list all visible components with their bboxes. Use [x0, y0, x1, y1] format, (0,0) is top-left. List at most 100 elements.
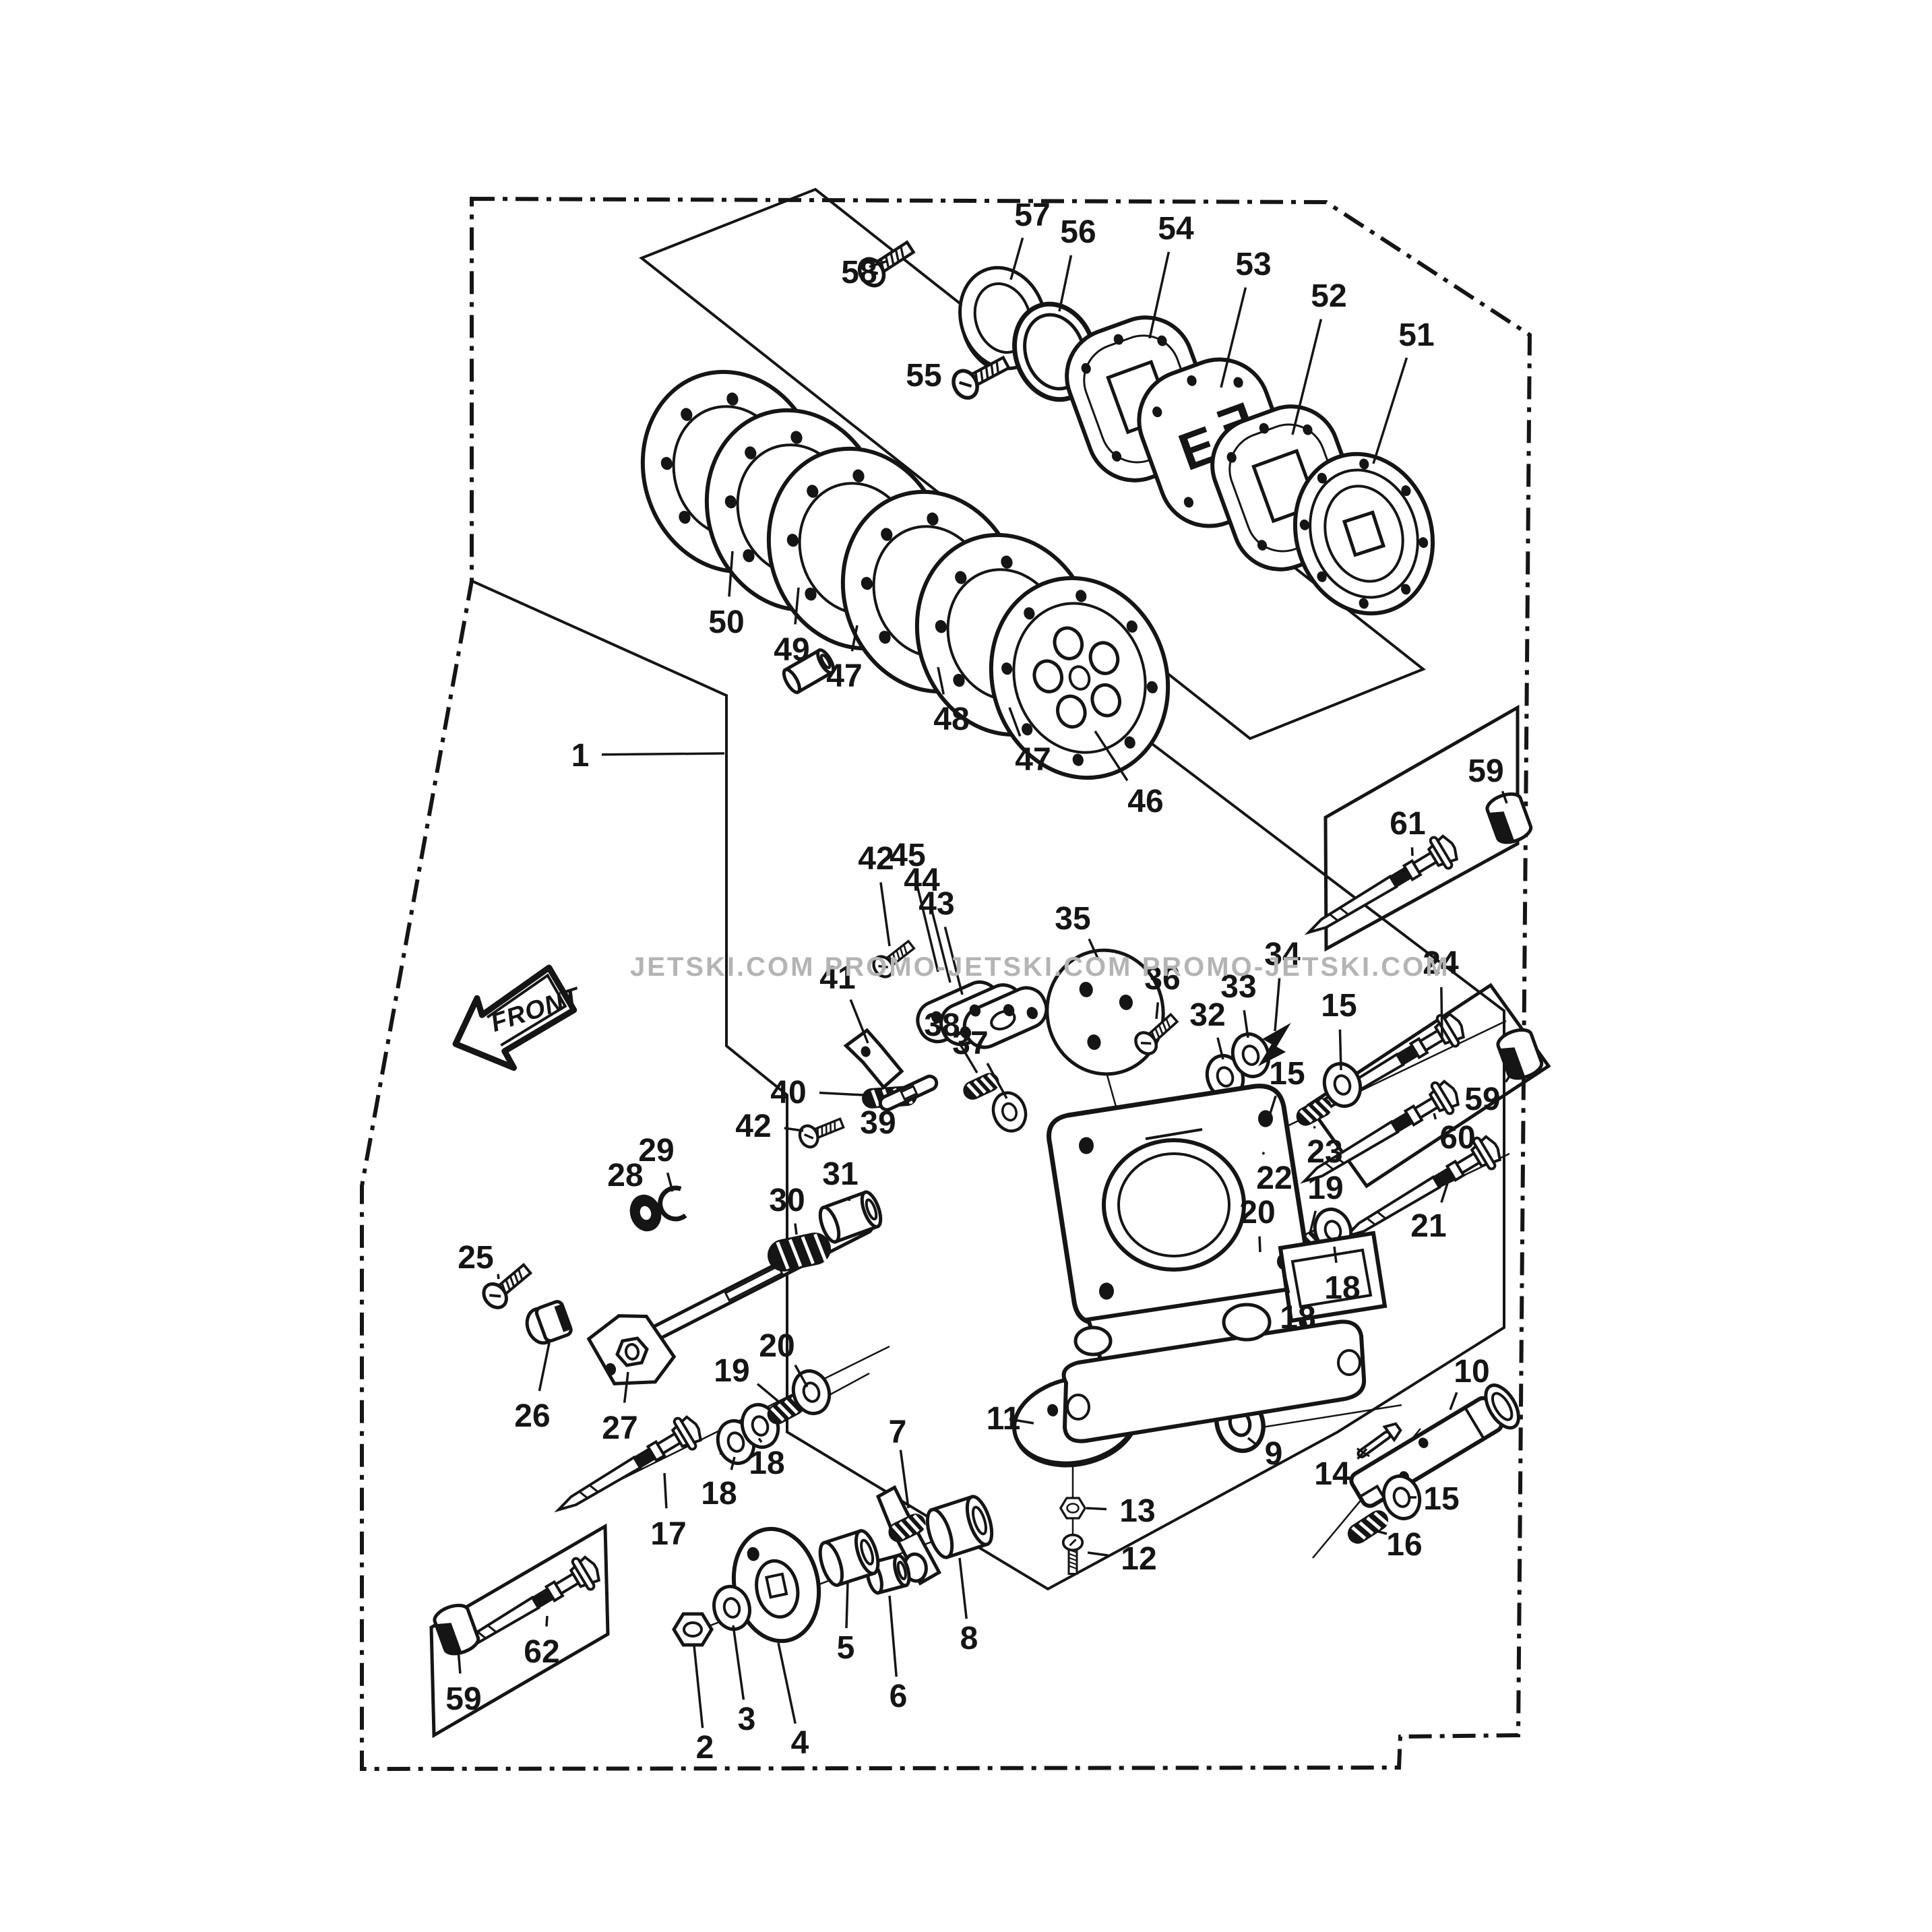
part-number-label: 30: [769, 1183, 805, 1218]
part-number-label: 2: [696, 1730, 714, 1766]
part-number-label: 39: [860, 1105, 896, 1141]
part-number-label: 27: [602, 1410, 637, 1446]
part-number-label: 57: [1014, 197, 1050, 233]
part-number-label: 61: [1390, 806, 1425, 842]
part-number-label: 24: [1423, 945, 1459, 981]
part-number-label: 22: [1256, 1160, 1292, 1196]
part-number-label: 38: [924, 1007, 960, 1043]
part-screw: [798, 1117, 845, 1149]
part-spring: [1296, 1098, 1333, 1126]
part-spring: [1347, 1510, 1389, 1544]
part-spring: [963, 1073, 1001, 1100]
part-number-label: 23: [1307, 1134, 1342, 1170]
part-number-label: 5: [837, 1630, 855, 1666]
part-needle: [1342, 1135, 1502, 1239]
part-number-layer: 1234567891011121314151515161718181818191…: [445, 197, 1513, 1766]
part-screw: [872, 939, 916, 978]
part-flangeRing5: [989, 575, 1171, 780]
part-number-label: 19: [1307, 1171, 1343, 1206]
part-pumpStack: [916, 980, 1049, 1049]
part-number-label: 15: [1423, 1481, 1459, 1517]
part-number-label: 42: [858, 841, 894, 877]
part-number-label: 25: [458, 1240, 493, 1276]
part-number-label: 18: [1280, 1300, 1315, 1336]
part-number-label: 60: [1439, 1120, 1475, 1156]
part-nut: [672, 1612, 714, 1647]
part-number-label: 42: [735, 1109, 771, 1144]
part-washer: [991, 1091, 1028, 1133]
part-screw: [952, 355, 1011, 400]
part-number-label: 12: [1121, 1541, 1156, 1577]
part-number-label: 18: [1324, 1270, 1360, 1306]
part-number-label: 41: [819, 960, 855, 996]
front-arrow-outline: [452, 964, 578, 1071]
part-number-label: 58: [841, 255, 877, 290]
part-number-label: 40: [770, 1075, 806, 1111]
part-number-label: 3: [738, 1702, 756, 1737]
part-number-label: 35: [1055, 901, 1090, 937]
part-spring: [768, 1233, 831, 1272]
part-number-label: 21: [1410, 1208, 1446, 1244]
part-needle: [1304, 834, 1459, 935]
part-number-label: 51: [1398, 317, 1434, 353]
part-number-label: 15: [1269, 1056, 1305, 1092]
part-number-label: 33: [1220, 969, 1256, 1005]
part-number-label: 26: [514, 1398, 550, 1434]
part-number-label: 10: [1454, 1354, 1489, 1390]
part-cyl: [925, 1495, 994, 1559]
part-cap: [1485, 792, 1533, 844]
part-number-label: 59: [1468, 753, 1503, 789]
part-cyl: [782, 648, 836, 695]
part-number-label: 18: [749, 1445, 784, 1481]
part-number-label: 48: [933, 702, 969, 737]
part-cyl: [818, 1528, 880, 1588]
part-clip: [658, 1185, 687, 1222]
watermark-text: JETSKI.COM PROMO-JETSKI.COM PROMO-JETSKI…: [630, 952, 1450, 982]
part-screw: [1061, 1533, 1084, 1575]
part-number-label: 59: [445, 1681, 481, 1717]
part-flangeBig: [1292, 451, 1435, 616]
part-clipB: [1257, 1022, 1291, 1067]
part-number-label: 59: [1464, 1082, 1500, 1117]
part-screw: [1134, 1012, 1179, 1055]
part-number-label: 14: [1314, 1456, 1350, 1492]
part-number-label: 45: [890, 838, 925, 873]
part-washer: [1322, 1062, 1363, 1108]
part-knob: [525, 1300, 573, 1345]
part-bracket27: [586, 1314, 677, 1385]
part-number-label: 29: [638, 1133, 674, 1168]
part-washer: [712, 1584, 751, 1631]
part-number-label: 56: [1060, 214, 1096, 250]
part-number-label: 1: [571, 738, 590, 774]
part-number-label: 50: [708, 604, 744, 640]
part-number-label: 34: [1264, 937, 1301, 972]
part-screw: [482, 1263, 533, 1309]
part-number-label: 32: [1189, 997, 1225, 1033]
part-number-label: 49: [774, 632, 809, 668]
part-screw: [857, 240, 916, 288]
part-washer: [1381, 1474, 1422, 1520]
part-needle: [554, 1415, 703, 1513]
part-cyl: [818, 1190, 883, 1244]
part-bracket41: [843, 1028, 904, 1090]
part-number-label: 36: [1144, 961, 1180, 997]
part-number-label: 11: [987, 1401, 1021, 1437]
part-number-label: 8: [960, 1621, 978, 1656]
front-arrow: FRONT: [452, 964, 584, 1071]
part-number-label: 31: [822, 1156, 858, 1192]
part-number-label: 28: [607, 1158, 643, 1193]
front-arrow-inner-line: [486, 973, 567, 1047]
part-number-label: 37: [952, 1026, 988, 1061]
part-number-label: 6: [890, 1679, 908, 1714]
part-number-label: 62: [524, 1634, 559, 1670]
part-number-label: 54: [1158, 211, 1194, 247]
part-number-label: 13: [1119, 1493, 1155, 1529]
chain-border-layer: [360, 196, 1532, 1772]
part-number-label: 19: [714, 1353, 749, 1389]
parts-layer: EE: [433, 240, 1544, 1656]
part-number-label: 18: [701, 1476, 737, 1512]
part-number-label: 20: [1239, 1195, 1275, 1230]
part-number-label: 47: [826, 658, 862, 694]
